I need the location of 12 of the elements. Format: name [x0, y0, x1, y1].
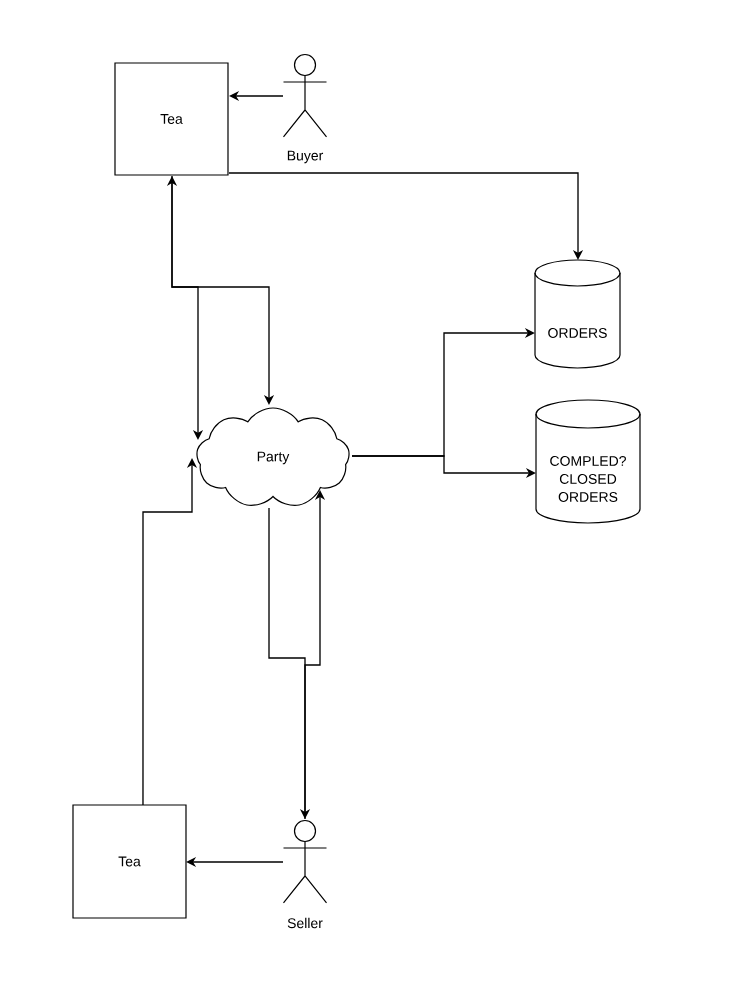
database-cylinder: ORDERS — [534, 259, 621, 369]
node-label: COMPLED? CLOSED ORDERS — [550, 456, 626, 502]
arrow — [228, 172, 584, 260]
actor-label: Buyer — [287, 150, 324, 164]
arrow — [268, 507, 311, 819]
node-label: ORDERS — [548, 328, 607, 338]
process-box: Tea — [114, 62, 229, 176]
arrow — [166, 176, 275, 405]
actor-label: Seller — [287, 917, 323, 929]
arrow — [171, 175, 204, 440]
process-box: Tea — [72, 804, 187, 919]
database-cylinder: COMPLED? CLOSED ORDERS — [535, 399, 641, 524]
